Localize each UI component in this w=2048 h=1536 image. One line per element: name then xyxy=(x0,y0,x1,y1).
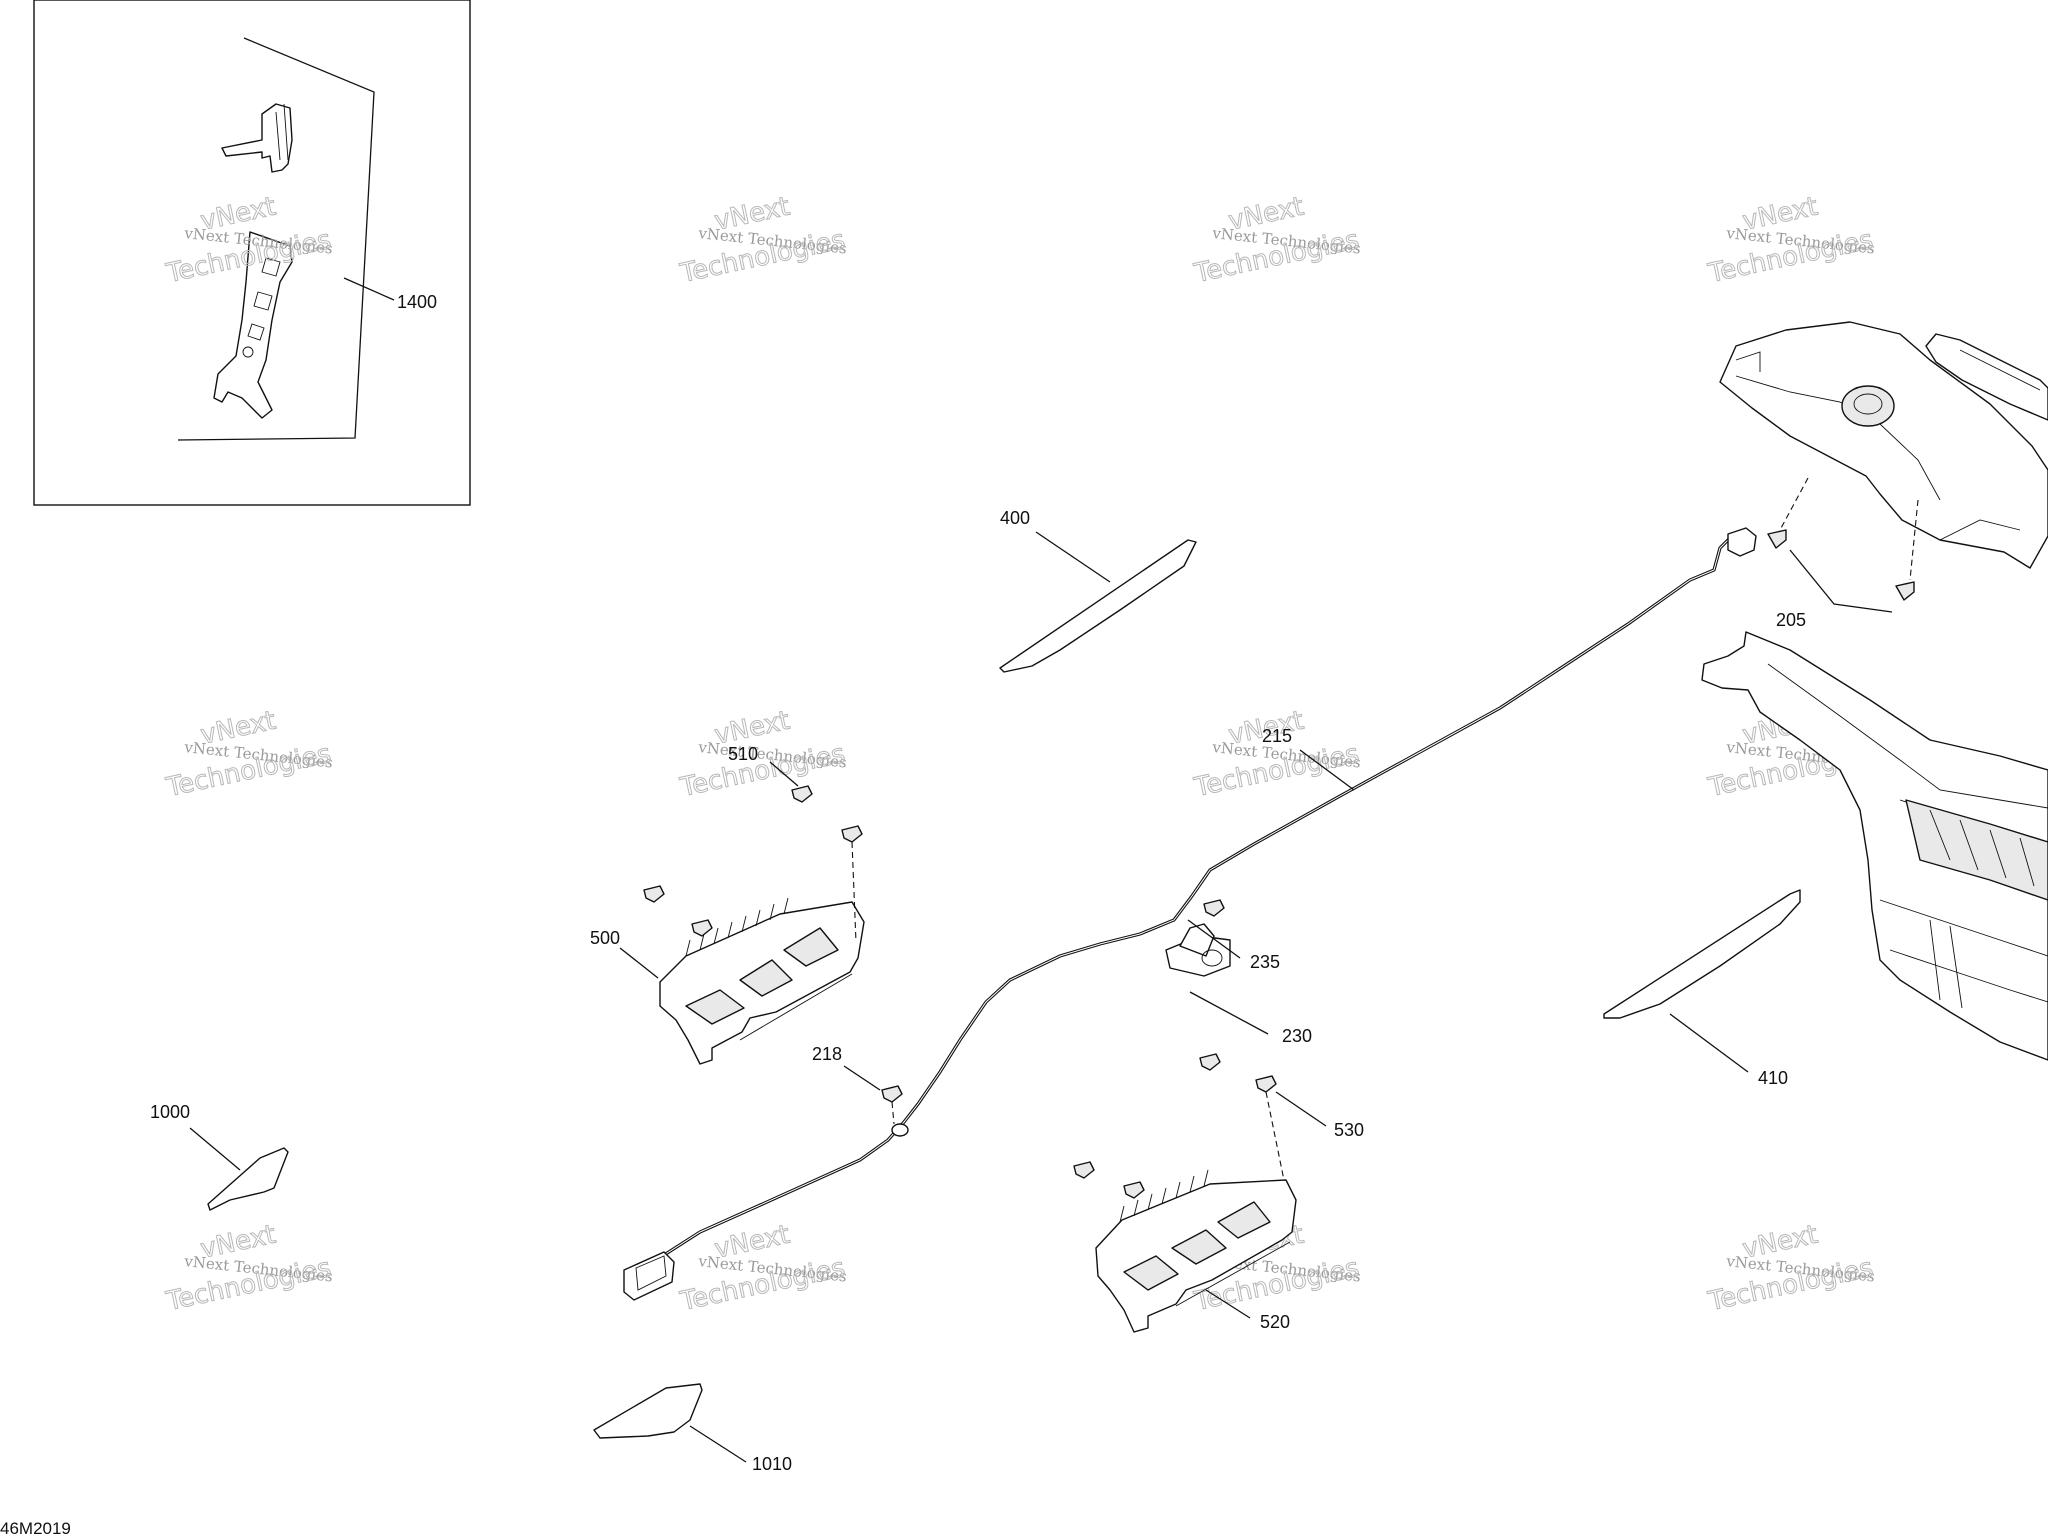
leader-510 xyxy=(851,841,857,943)
leader-205b xyxy=(1909,499,1919,581)
callout-500: 500 xyxy=(590,928,620,948)
callout-400: 400 xyxy=(1000,508,1030,528)
leader-530 xyxy=(1265,1091,1287,1191)
callout-1010: 1010 xyxy=(752,1454,792,1474)
harness-end-connector-top xyxy=(1727,527,1757,557)
screw-part-205b xyxy=(1895,581,1915,601)
leader-1400 xyxy=(343,277,395,301)
leader-1000 xyxy=(189,1127,241,1171)
leader-520 xyxy=(1205,1289,1251,1319)
leader-530b xyxy=(1275,1091,1327,1127)
footrest-part-520 xyxy=(1095,1169,1297,1333)
inset-box xyxy=(33,0,471,506)
figure-code: 46M2019 xyxy=(0,1519,71,1536)
screw-part-510 xyxy=(643,785,863,937)
leader-230 xyxy=(1189,991,1269,1035)
leader-218b xyxy=(843,1065,881,1091)
harness-end-connector-bottom xyxy=(623,1251,675,1301)
harness-clip xyxy=(891,1123,909,1137)
decal-part-410 xyxy=(1603,889,1801,1019)
upper-console-part xyxy=(1719,321,2048,569)
leader-205c xyxy=(1789,549,1893,613)
footrest-part-500 xyxy=(659,897,865,1065)
decal-part-1000 xyxy=(207,1147,289,1211)
watermark: vNext Technologies Technologies vNext vN… xyxy=(163,191,1877,1318)
side-body-panel-part xyxy=(1701,631,2048,1061)
leader-215 xyxy=(1299,749,1355,791)
wiring-harness-inner xyxy=(649,537,1743,1265)
callout-205: 205 xyxy=(1776,610,1806,630)
callout-520: 520 xyxy=(1260,1312,1290,1332)
callout-510: 510 xyxy=(728,744,758,764)
leader-410 xyxy=(1669,1013,1749,1073)
callout-215: 215 xyxy=(1262,726,1292,746)
callout-235: 235 xyxy=(1250,952,1280,972)
leader-218 xyxy=(891,1101,895,1125)
callout-1400: 1400 xyxy=(397,292,437,312)
leader-1010 xyxy=(689,1425,747,1463)
leader-400 xyxy=(1035,531,1111,583)
wrench-tool-part xyxy=(213,103,293,419)
decal-part-400 xyxy=(999,539,1197,673)
callout-218: 218 xyxy=(812,1044,842,1064)
callout-410: 410 xyxy=(1758,1068,1788,1088)
leader-205 xyxy=(1779,477,1809,531)
callout-530: 530 xyxy=(1334,1120,1364,1140)
leader-500 xyxy=(619,947,659,979)
leader-235 xyxy=(1187,919,1241,959)
inset-bracket-outline xyxy=(177,37,375,441)
wiring-harness-part xyxy=(649,536,1743,1266)
callout-230: 230 xyxy=(1282,1026,1312,1046)
decal-part-1010 xyxy=(593,1383,703,1439)
callout-1000: 1000 xyxy=(150,1102,190,1122)
screw-part-205 xyxy=(1767,529,1787,549)
screw-part-530 xyxy=(1073,1053,1277,1199)
screw-part-235 xyxy=(1203,899,1225,917)
leader-510b xyxy=(769,761,799,787)
grommet-part-218 xyxy=(881,1085,903,1103)
clip-part-230 xyxy=(1165,923,1231,977)
